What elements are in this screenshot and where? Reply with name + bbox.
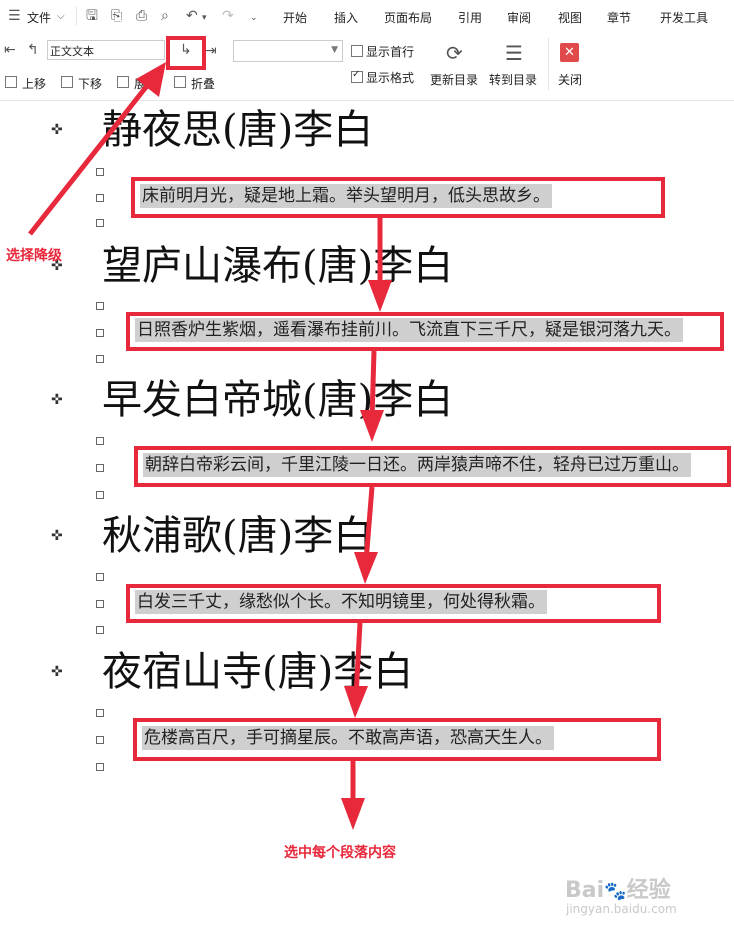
collapse-button[interactable]: 折叠: [191, 77, 216, 91]
promote-to-heading1-icon[interactable]: ⇤: [4, 42, 16, 58]
tab-page-layout[interactable]: 页面布局: [384, 11, 433, 25]
chevron-down-icon[interactable]: ⌵: [57, 11, 65, 22]
tab-home[interactable]: 开始: [283, 11, 308, 25]
watermark-url: jingyan.baidu.com: [566, 902, 677, 916]
paragraph-selection-box: 白发三千丈，缘愁似个长。不知明镜里，何处得秋霜。: [126, 584, 661, 623]
tab-references[interactable]: 引用: [458, 11, 483, 25]
move-down-button[interactable]: 下移: [78, 77, 103, 91]
body-paragraph[interactable]: 床前明月光，疑是地上霜。举头望明月，低头思故乡。: [140, 184, 552, 208]
annotation-demote-label: 选择降级: [6, 248, 62, 264]
arrow-head: [368, 280, 392, 312]
show-first-line-label: 显示首行: [366, 45, 415, 59]
collapse-icon[interactable]: [174, 76, 186, 88]
file-menu[interactable]: 文件: [27, 11, 52, 25]
tab-view[interactable]: 视图: [558, 11, 583, 25]
expand-collapse-icon[interactable]: ✜: [51, 122, 63, 138]
tab-chapter[interactable]: 章节: [607, 11, 632, 25]
move-down-icon[interactable]: [61, 76, 73, 88]
demote-to-body-icon[interactable]: ⇥: [205, 43, 217, 59]
move-up-button[interactable]: 上移: [22, 77, 47, 91]
paw-icon: 🐾: [604, 881, 627, 902]
outline-bullet: [96, 168, 104, 176]
paragraph-selection-box: 朝辞白帝彩云间，千里江陵一日还。两岸猿声啼不住，轻舟已过万重山。: [134, 446, 731, 487]
customize-dropdown-icon[interactable]: ⌄: [250, 13, 258, 23]
promote-icon[interactable]: ↰: [27, 42, 39, 58]
outline-toolbar: ☰ 文件 ⌵ 🖫 ⎘ ⎙ ⌕ ↶ ▾ ↷ ⌄ 开始 插入 页面布局 引用 审阅 …: [0, 0, 734, 101]
arrow-down-2: [369, 350, 377, 421]
watermark-logo: Bai🐾经验: [565, 872, 671, 904]
tab-review[interactable]: 审阅: [507, 11, 532, 25]
export-pdf-icon[interactable]: ⎘: [111, 8, 123, 24]
arrow-head: [344, 686, 368, 718]
arrow-head: [341, 798, 365, 830]
expand-collapse-icon[interactable]: ✜: [51, 664, 63, 680]
tab-insert[interactable]: 插入: [334, 11, 359, 25]
heading-level-1[interactable]: 秋浦歌(唐)李白: [102, 513, 374, 559]
body-paragraph[interactable]: 朝辞白帝彩云间，千里江陵一日还。两岸猿声啼不住，轻舟已过万重山。: [143, 453, 691, 477]
body-paragraph[interactable]: 日照香炉生紫烟，遥看瀑布挂前川。飞流直下三千尺，疑是银河落九天。: [135, 318, 683, 342]
arrow-down-3: [363, 486, 375, 563]
undo-dropdown-icon[interactable]: ▾: [202, 13, 207, 23]
outline-bullet: [96, 355, 104, 363]
arrow-head: [354, 552, 378, 584]
print-preview-icon[interactable]: ⌕: [161, 8, 169, 24]
paragraph-selection-box: 危楼高百尺，手可摘星辰。不敢高声语，恐高天生人。: [133, 718, 661, 761]
save-icon[interactable]: 🖫: [86, 8, 98, 24]
outline-bullet: [96, 600, 104, 608]
demote-icon[interactable]: ↳: [180, 42, 192, 58]
outline-level-select[interactable]: 正文文本: [47, 40, 165, 60]
expand-icon[interactable]: [117, 76, 129, 88]
update-toc-button[interactable]: 更新目录: [430, 73, 479, 87]
separator: [548, 38, 549, 90]
close-outline-button[interactable]: 关闭: [558, 73, 583, 87]
arrow-to-demote-button: [28, 80, 152, 236]
outline-bullet: [96, 437, 104, 445]
goto-toc-button[interactable]: 转到目录: [489, 73, 538, 87]
expand-collapse-icon[interactable]: ✜: [51, 528, 63, 544]
expand-collapse-icon[interactable]: ✜: [51, 392, 63, 408]
separator: [76, 7, 77, 25]
outline-bullet: [96, 302, 104, 310]
print-icon[interactable]: ⎙: [136, 8, 148, 24]
heading-level-1[interactable]: 静夜思(唐)李白: [102, 107, 374, 153]
outline-bullet: [96, 329, 104, 337]
outline-bullet: [96, 491, 104, 499]
body-paragraph[interactable]: 危楼高百尺，手可摘星辰。不敢高声语，恐高天生人。: [142, 726, 554, 750]
outline-bullet: [96, 626, 104, 634]
show-level-select[interactable]: ▼: [233, 40, 343, 62]
body-paragraph[interactable]: 白发三千丈，缘愁似个长。不知明镜里，何处得秋霜。: [135, 590, 547, 614]
watermark-brand: Bai: [565, 878, 605, 903]
outline-bullet: [96, 194, 104, 202]
hamburger-menu-icon[interactable]: ☰: [8, 8, 21, 24]
show-format-checkbox[interactable]: [351, 69, 363, 83]
expand-collapse-icon[interactable]: ✜: [51, 258, 63, 274]
chevron-down-icon: ▼: [331, 45, 338, 55]
arrow-head: [136, 62, 166, 97]
tab-developer[interactable]: 开发工具: [660, 11, 709, 25]
heading-level-1[interactable]: 望庐山瀑布(唐)李白: [102, 243, 454, 289]
paragraph-selection-box: 床前明月光，疑是地上霜。举头望明月，低头思故乡。: [131, 177, 665, 218]
outline-bullet: [96, 464, 104, 472]
redo-icon[interactable]: ↷: [222, 8, 234, 24]
outline-bullet: [96, 219, 104, 227]
paragraph-selection-box: 日照香炉生紫烟，遥看瀑布挂前川。飞流直下三千尺，疑是银河落九天。: [126, 312, 724, 351]
arrow-head: [360, 410, 384, 442]
outline-bullet: [96, 709, 104, 717]
show-first-line-checkbox[interactable]: [351, 45, 363, 57]
heading-level-1[interactable]: 早发白帝城(唐)李白: [102, 377, 454, 423]
goto-toc-icon[interactable]: ☰: [505, 41, 523, 65]
demote-highlight-box: [166, 36, 206, 70]
close-outline-icon[interactable]: ✕: [560, 43, 579, 62]
arrow-down-4: [353, 622, 363, 697]
outline-bullet: [96, 573, 104, 581]
annotation-select-label: 选中每个段落内容: [284, 845, 396, 861]
outline-bullet: [96, 763, 104, 771]
undo-icon[interactable]: ↶: [186, 8, 198, 24]
watermark-brand-suffix: 经验: [626, 878, 671, 903]
show-format-label: 显示格式: [366, 71, 415, 85]
move-up-icon[interactable]: [5, 76, 17, 88]
update-toc-icon[interactable]: ⟳: [446, 41, 463, 65]
outline-bullet: [96, 736, 104, 744]
